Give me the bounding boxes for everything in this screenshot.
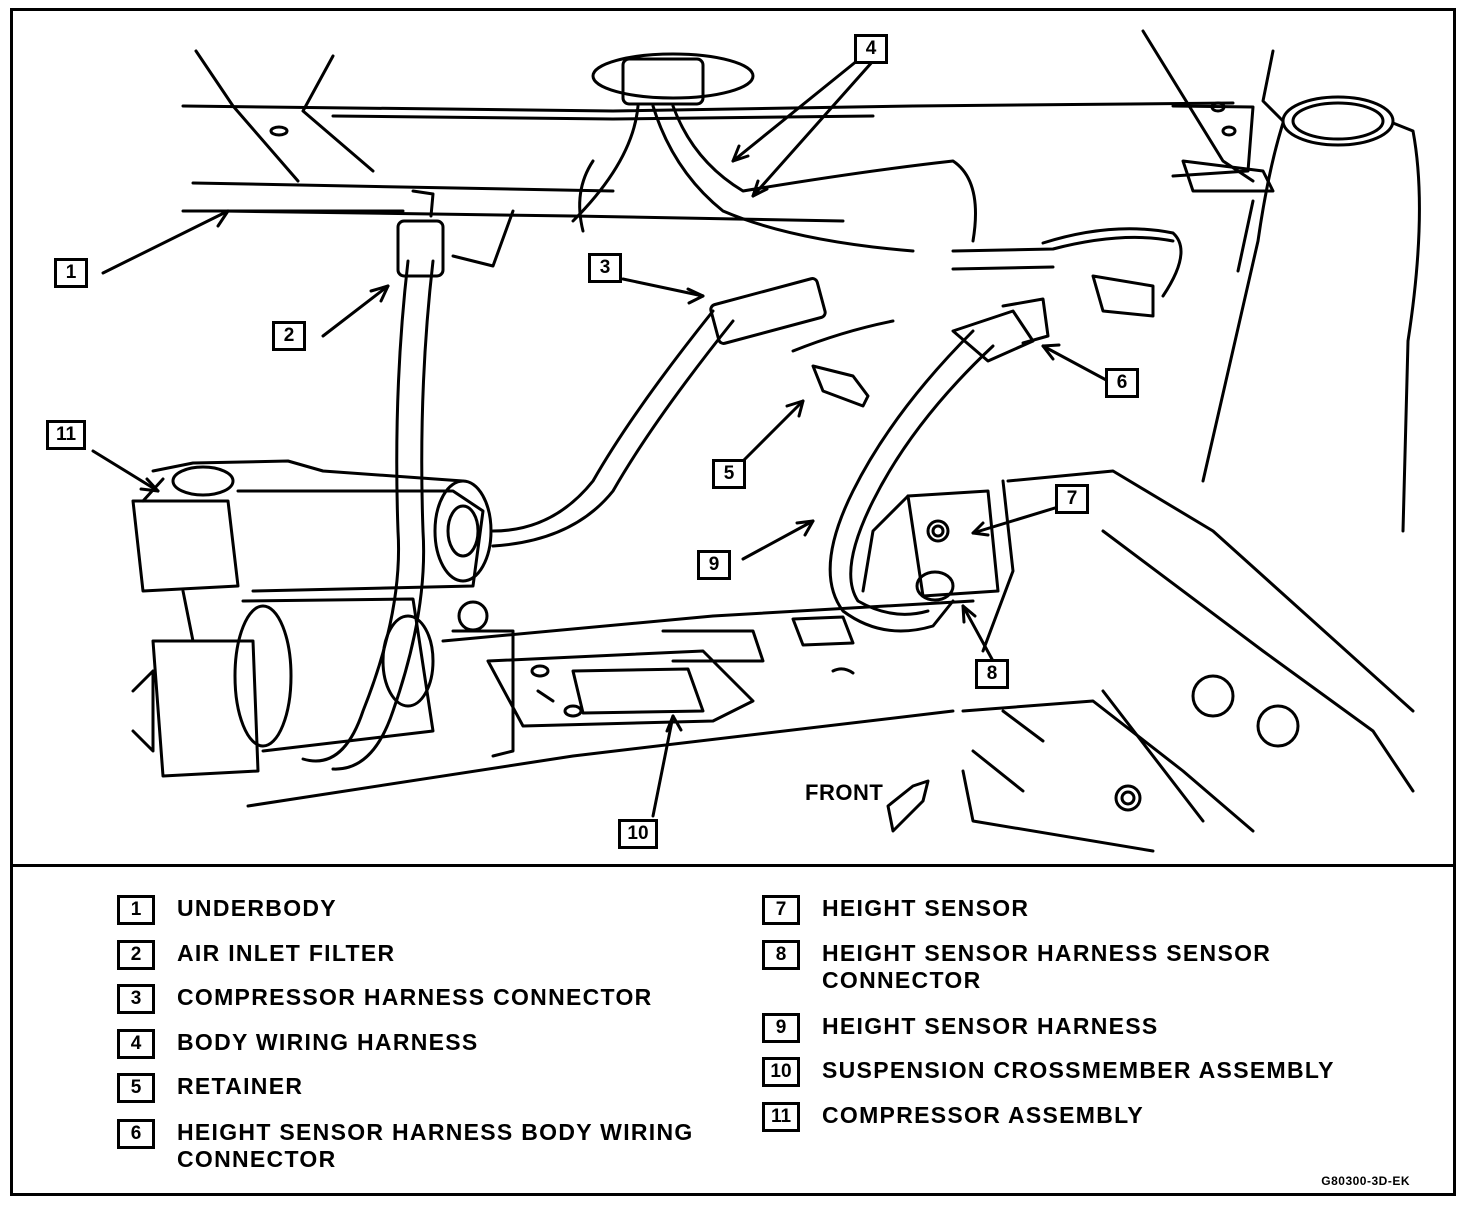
legend-label: HEIGHT SENSOR HARNESS BODY WIRING CONNEC… bbox=[177, 1119, 694, 1172]
figure-code: G80300-3D-EK bbox=[1321, 1174, 1410, 1188]
callout-7: 7 bbox=[1055, 484, 1089, 514]
exploded-view-drawing bbox=[91, 29, 1421, 853]
legend-label: BODY WIRING HARNESS bbox=[177, 1029, 479, 1055]
legend-label: AIR INLET FILTER bbox=[177, 940, 396, 966]
legend-label: HEIGHT SENSOR HARNESS SENSOR CONNECTOR bbox=[822, 940, 1272, 993]
body-wiring-harness bbox=[571, 52, 1183, 318]
legend-label: COMPRESSOR HARNESS CONNECTOR bbox=[177, 984, 653, 1010]
front-label: FRONT bbox=[805, 780, 884, 805]
legend-label: UNDERBODY bbox=[177, 895, 337, 921]
legend-item-10: 10 SUSPENSION CROSSMEMBER ASSEMBLY bbox=[762, 1057, 1335, 1087]
legend-number: 1 bbox=[117, 895, 155, 925]
front-arrow bbox=[886, 779, 930, 833]
legend-number: 6 bbox=[117, 1119, 155, 1149]
legend-item-7: 7 HEIGHT SENSOR bbox=[762, 895, 1029, 925]
legend-label: HEIGHT SENSOR HARNESS bbox=[822, 1013, 1159, 1039]
retainer bbox=[791, 319, 895, 408]
figure-frame bbox=[10, 8, 1456, 1196]
sensor-bracket bbox=[861, 489, 1000, 602]
legend-number: 11 bbox=[762, 1102, 800, 1132]
height-sensor-harness bbox=[828, 297, 1050, 633]
callout-8: 8 bbox=[975, 659, 1009, 689]
legend-label: COMPRESSOR ASSEMBLY bbox=[822, 1102, 1145, 1128]
legend-number: 10 bbox=[762, 1057, 800, 1087]
compressor-assembly bbox=[131, 459, 515, 778]
legend-label: SUSPENSION CROSSMEMBER ASSEMBLY bbox=[822, 1057, 1335, 1083]
callout-6: 6 bbox=[1105, 368, 1139, 398]
callout-11: 11 bbox=[46, 420, 86, 450]
legend-item-3: 3 COMPRESSOR HARNESS CONNECTOR bbox=[117, 984, 653, 1014]
leader-lines bbox=[91, 54, 1110, 818]
legend-number: 4 bbox=[117, 1029, 155, 1059]
legend-item-5: 5 RETAINER bbox=[117, 1073, 303, 1103]
compressor-harness bbox=[491, 277, 827, 548]
legend-item-6: 6 HEIGHT SENSOR HARNESS BODY WIRING CONN… bbox=[117, 1119, 694, 1173]
legend-item-4: 4 BODY WIRING HARNESS bbox=[117, 1029, 479, 1059]
legend-item-2: 2 AIR INLET FILTER bbox=[117, 940, 395, 970]
legend-item-11: 11 COMPRESSOR ASSEMBLY bbox=[762, 1102, 1144, 1132]
legend-divider bbox=[10, 864, 1456, 867]
legend-label: HEIGHT SENSOR bbox=[822, 895, 1030, 921]
legend-number: 7 bbox=[762, 895, 800, 925]
callout-5: 5 bbox=[712, 459, 746, 489]
callout-9: 9 bbox=[697, 550, 731, 580]
underbody-panel bbox=[181, 29, 1285, 268]
legend-number: 2 bbox=[117, 940, 155, 970]
legend-item-8: 8 HEIGHT SENSOR HARNESS SENSOR CONNECTOR bbox=[762, 940, 1271, 994]
legend-number: 8 bbox=[762, 940, 800, 970]
callout-3: 3 bbox=[588, 253, 622, 283]
legend-number: 9 bbox=[762, 1013, 800, 1043]
callout-2: 2 bbox=[272, 321, 306, 351]
legend-item-9: 9 HEIGHT SENSOR HARNESS bbox=[762, 1013, 1159, 1043]
suspension-crossmember bbox=[246, 599, 975, 808]
callout-10: 10 bbox=[618, 819, 658, 849]
air-inlet-hose bbox=[301, 189, 445, 771]
control-arm bbox=[961, 469, 1415, 853]
callout-4: 4 bbox=[854, 34, 888, 64]
legend-number: 5 bbox=[117, 1073, 155, 1103]
callout-1: 1 bbox=[54, 258, 88, 288]
legend-item-1: 1 UNDERBODY bbox=[117, 895, 337, 925]
legend-label: RETAINER bbox=[177, 1073, 304, 1099]
frame-rail bbox=[1201, 95, 1421, 533]
legend-number: 3 bbox=[117, 984, 155, 1014]
